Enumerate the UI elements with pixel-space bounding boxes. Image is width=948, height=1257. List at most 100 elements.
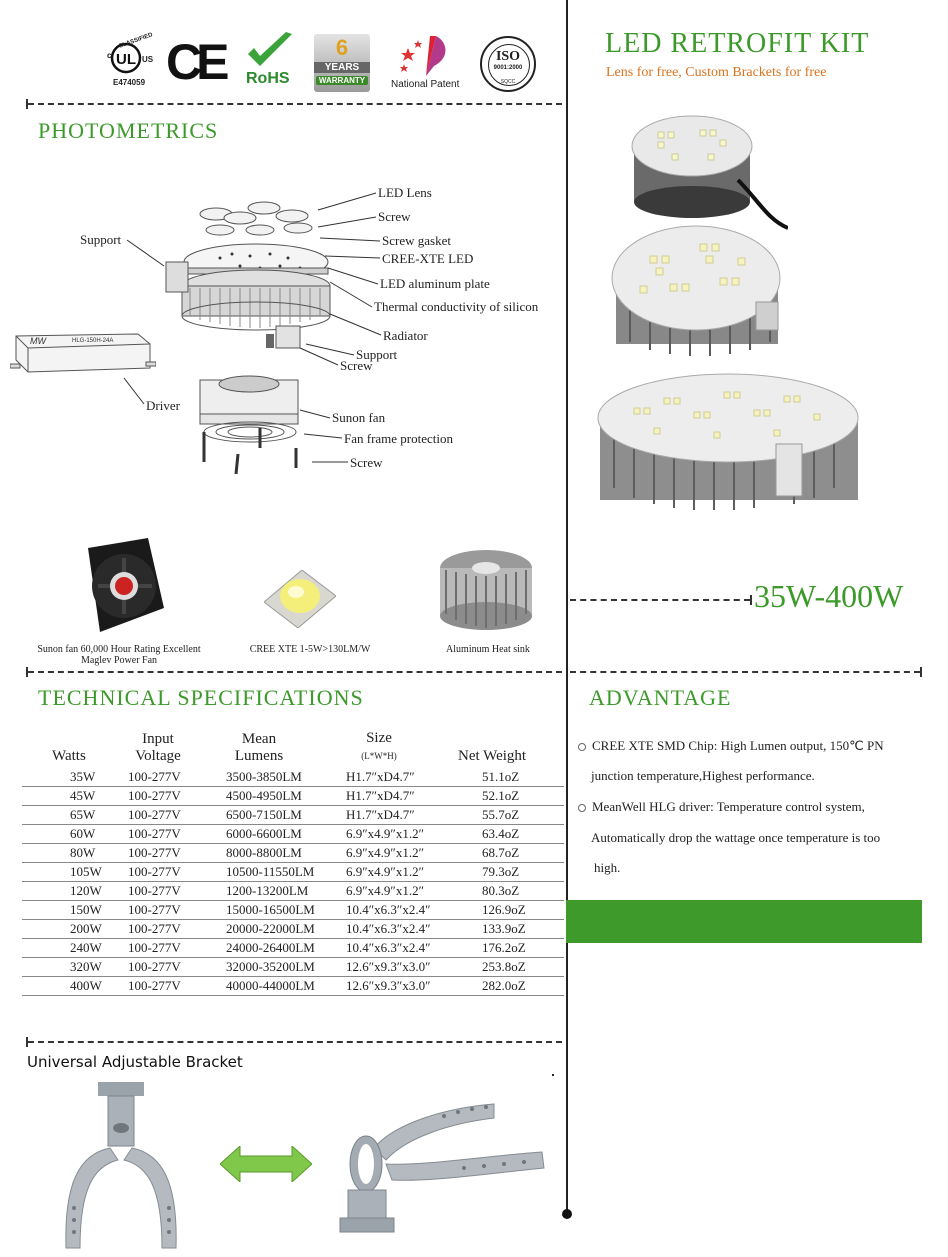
cell-weight: 79.3oZ (458, 862, 564, 882)
cell-voltage: 100-277V (128, 900, 226, 920)
label-support-2: Support (356, 347, 398, 362)
section-title-advantage: ADVANTAGE (589, 685, 732, 710)
header-size: Size(L*W*H) (346, 730, 458, 768)
heatsink-photo (436, 548, 536, 632)
page-subtitle: Lens for free, Custom Brackets for free (606, 65, 827, 80)
label-driver: Driver (146, 398, 180, 413)
cell-voltage: 100-277V (128, 843, 226, 863)
cell-watts: 200W (52, 919, 128, 939)
driver-drawing (9, 328, 157, 374)
spec-table: Watts Input Voltage Mean Lumens Size(L*W… (22, 730, 564, 996)
cell-watts: 105W (52, 862, 128, 882)
cell-watts: 150W (52, 900, 128, 920)
cell-size: 12.6″x9.3″x3.0″ (346, 976, 458, 996)
dash-tick (750, 595, 752, 605)
cell-lumens: 1200-13200LM (226, 881, 346, 901)
header-lumens: Mean Lumens (226, 730, 346, 768)
separator-bracket (28, 1041, 562, 1043)
cell-size: 10.4″x6.3″x2.4″ (346, 900, 458, 920)
green-band (566, 900, 922, 943)
cell-voltage: 100-277V (128, 938, 226, 958)
cell-voltage: 100-277V (128, 919, 226, 939)
header-weight: Net Weight (458, 730, 564, 768)
row-marker (22, 919, 52, 939)
rohs-text: RoHS (246, 70, 290, 87)
cell-size: 6.9″x4.9″x1.2″ (346, 843, 458, 863)
separator-photometrics (28, 103, 562, 105)
row-marker (22, 881, 52, 901)
row-marker (22, 862, 52, 882)
product-photo-small (628, 110, 789, 234)
cell-lumens: 3500-3850LM (226, 768, 346, 787)
driver-model: HLG-150H-24A (72, 338, 114, 344)
caption-heatsink: Aluminum Heat sink (446, 644, 530, 655)
advantage-line: Automatically drop the wattage once temp… (591, 830, 881, 845)
cell-lumens: 24000-26400LM (226, 938, 346, 958)
cell-size: 6.9″x4.9″x1.2″ (346, 824, 458, 844)
cell-lumens: 6000-6600LM (226, 824, 346, 844)
caption-sunon-fan: Sunon fan 60,000 Hour Rating Excellent M… (37, 644, 201, 666)
separator-specs (28, 671, 562, 673)
section-title-specs: TECHNICAL SPECIFICATIONS (38, 685, 364, 710)
header-voltage: Input Voltage (128, 730, 226, 768)
cell-lumens: 15000-16500LM (226, 900, 346, 920)
section-title-bracket: Universal Adjustable Bracket (27, 1053, 243, 1071)
section-title-photometrics: PHOTOMETRICS (38, 118, 219, 143)
label-sunon-fan: Sunon fan (332, 410, 386, 425)
label-led-plate: LED aluminum plate (380, 276, 490, 291)
header-size-text: Size (366, 730, 392, 746)
advantage-item-1: CREE XTE SMD Chip: High Lumen output, 15… (578, 738, 884, 754)
header-lumens-text: Mean Lumens (234, 731, 284, 764)
row-marker (22, 938, 52, 958)
row-marker (22, 957, 52, 977)
cell-watts: 60W (52, 824, 128, 844)
svg-text:UL: UL (116, 51, 136, 68)
header-spacer (22, 730, 52, 768)
cell-weight: 282.0oZ (458, 976, 564, 996)
label-fan-frame: Fan frame protection (344, 431, 454, 446)
cell-weight: 133.9oZ (458, 919, 564, 939)
ce-mark: CE (166, 34, 230, 90)
cell-weight: 176.2oZ (458, 938, 564, 958)
warranty-badge: 6 YEARS WARRANTY (314, 34, 370, 92)
cell-weight: 55.7oZ (458, 805, 564, 825)
cell-watts: 35W (52, 768, 128, 787)
cell-weight: 52.1oZ (458, 786, 564, 806)
cell-size: 12.6″x9.3″x3.0″ (346, 957, 458, 977)
cell-lumens: 8000-8800LM (226, 843, 346, 863)
header-voltage-text: Input Voltage (135, 731, 181, 764)
dash-tick (26, 99, 28, 109)
label-screw-3: Screw (350, 455, 383, 470)
product-photo-medium (610, 222, 790, 362)
label-screw-gasket: Screw gasket (382, 233, 451, 248)
cell-size: H1.7″xD4.7″ (346, 786, 458, 806)
advantage-line: junction temperature,Highest performance… (591, 768, 815, 783)
cell-weight: 80.3oZ (458, 881, 564, 901)
cell-lumens: 20000-22000LM (226, 919, 346, 939)
exploded-view-drawing (160, 196, 360, 476)
warranty-number: 6 (335, 35, 349, 60)
adjust-arrow-icon (219, 1144, 313, 1184)
label-support: Support (80, 232, 122, 247)
iso-org: SQCC (500, 79, 516, 85)
cell-lumens: 6500-7150LM (226, 805, 346, 825)
sunon-fan-photo (78, 538, 166, 634)
row-marker (22, 843, 52, 863)
cell-size: 10.4″x6.3″x2.4″ (346, 938, 458, 958)
wattage-range: 35W-400W (754, 578, 904, 614)
ul-number: E474059 (113, 78, 146, 87)
cell-size: H1.7″xD4.7″ (346, 768, 458, 787)
row-marker (22, 786, 52, 806)
cell-lumens: 10500-11550LM (226, 862, 346, 882)
driver-brand: MW (30, 336, 46, 346)
cell-watts: 400W (52, 976, 128, 996)
cell-size: 10.4″x6.3″x2.4″ (346, 919, 458, 939)
caption-cree-chip: CREE XTE 1-5W>130LM/W (249, 644, 371, 655)
cell-watts: 240W (52, 938, 128, 958)
